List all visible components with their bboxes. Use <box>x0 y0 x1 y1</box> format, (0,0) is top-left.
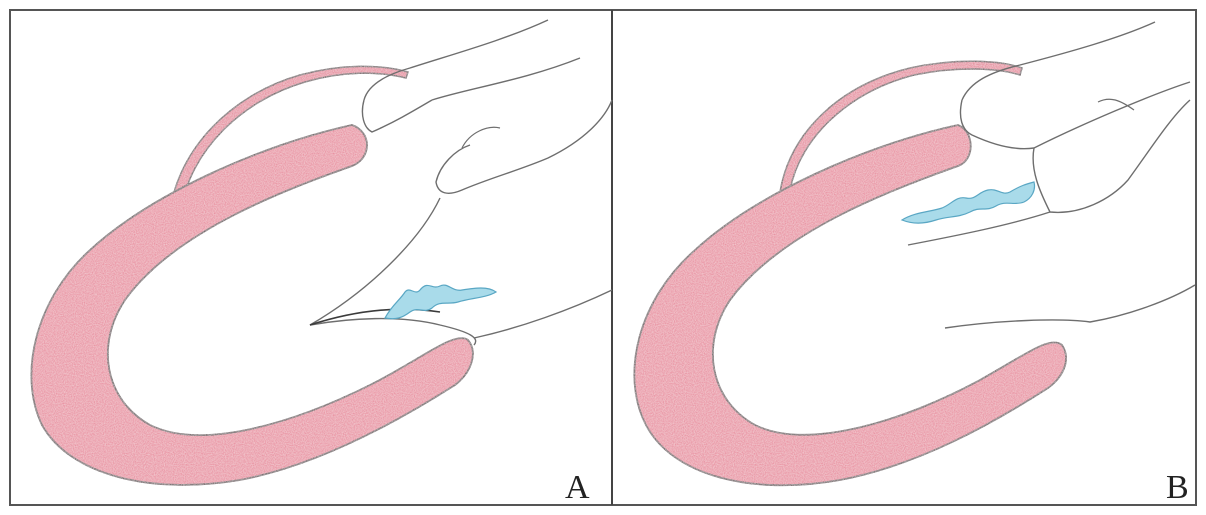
figure-frame <box>10 10 1196 505</box>
panel-a-label: A <box>565 469 590 506</box>
panel-b-label: B <box>1166 469 1189 506</box>
